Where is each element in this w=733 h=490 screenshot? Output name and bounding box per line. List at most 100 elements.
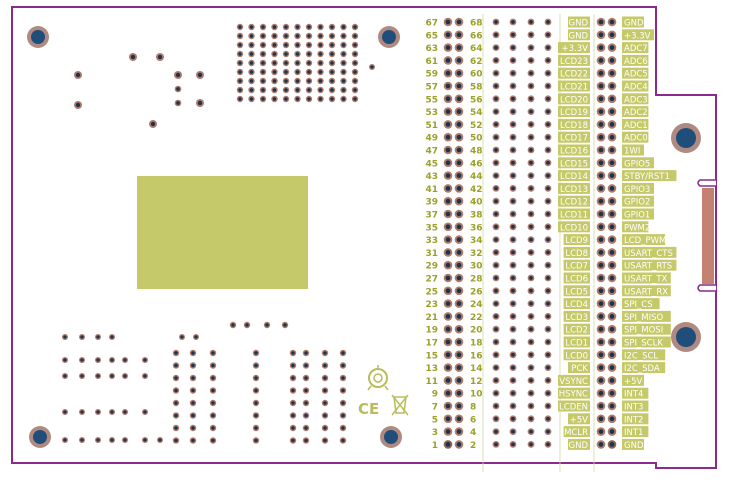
signal-label-right: USART_TX xyxy=(622,272,671,285)
bga-via xyxy=(351,95,359,103)
svg-text:USART_RTS: USART_RTS xyxy=(624,262,672,272)
header-pin xyxy=(607,158,617,168)
pin-number-left: 9 xyxy=(432,390,438,400)
header-pin xyxy=(607,312,617,321)
pin-number-right: 6 xyxy=(470,415,476,425)
bga-via xyxy=(248,50,255,58)
header-pin xyxy=(596,286,606,296)
header-pin xyxy=(596,312,606,321)
bga-via xyxy=(248,32,255,40)
header-pin xyxy=(527,159,535,167)
via xyxy=(122,373,128,379)
bga-via xyxy=(236,59,244,67)
signal-label-right: ADC0 xyxy=(622,131,649,144)
pin-number-right: 22 xyxy=(470,313,483,323)
bga-via xyxy=(294,77,301,85)
header-pin xyxy=(492,159,500,167)
header-pin xyxy=(454,248,464,257)
header-pin xyxy=(492,223,500,231)
pin-numbers-left: 6765636159575553514947454341393735333129… xyxy=(425,19,438,451)
header-pin xyxy=(607,30,617,40)
pin-number-left: 5 xyxy=(432,415,438,425)
pin-number-right: 42 xyxy=(470,185,483,195)
svg-text:INT2: INT2 xyxy=(624,415,643,425)
via xyxy=(109,437,115,443)
via xyxy=(122,409,128,415)
svg-text:LCD9: LCD9 xyxy=(565,236,588,246)
connector-notch-top xyxy=(697,179,716,187)
bga-via xyxy=(271,32,278,40)
via xyxy=(172,437,180,444)
bga-via xyxy=(248,86,255,94)
via xyxy=(193,334,199,340)
header-pin xyxy=(443,235,453,244)
header-pin xyxy=(443,414,453,424)
via xyxy=(62,357,68,363)
svg-text:ADC4: ADC4 xyxy=(624,83,648,93)
header-pin xyxy=(607,81,617,91)
pin-number-right: 8 xyxy=(470,403,476,413)
bga-via xyxy=(305,68,313,76)
via xyxy=(189,437,197,444)
bga-via xyxy=(236,68,244,76)
via xyxy=(172,387,180,394)
header-pin xyxy=(443,363,453,372)
header-pin xyxy=(527,364,535,371)
pin-number-right: 60 xyxy=(470,70,483,80)
svg-text:ADC2: ADC2 xyxy=(624,108,648,118)
signal-label-right: ADC2 xyxy=(622,106,649,118)
header-pin xyxy=(607,273,617,283)
header-pin xyxy=(544,146,552,154)
via xyxy=(62,437,68,443)
pin-numbers-right: 6866646260585654525048464442403836343230… xyxy=(470,19,483,451)
via xyxy=(189,412,197,419)
pin-number-right: 4 xyxy=(470,428,476,438)
signal-label-left: LCDEN xyxy=(558,400,590,413)
header-pin xyxy=(544,441,552,448)
header-pin xyxy=(492,402,500,410)
svg-text:GPIO5: GPIO5 xyxy=(624,159,650,169)
header-pin xyxy=(492,377,500,384)
via xyxy=(79,334,85,340)
signal-label-right: GPIO1 xyxy=(622,208,654,221)
mounting-hole-icon xyxy=(378,26,400,48)
via xyxy=(302,424,310,432)
via xyxy=(74,71,82,79)
header-pin xyxy=(596,209,606,219)
pin-number-right: 46 xyxy=(470,159,483,169)
via xyxy=(252,437,260,444)
svg-text:ADC1: ADC1 xyxy=(624,121,648,131)
bga-via-grid xyxy=(236,23,359,103)
header-pin xyxy=(492,261,500,269)
svg-text:USART_RX: USART_RX xyxy=(624,287,668,297)
svg-text:VSYNC: VSYNC xyxy=(559,377,588,387)
header-pin xyxy=(607,440,617,449)
via xyxy=(339,412,347,419)
signal-label-left: LCD21 xyxy=(558,80,590,93)
header-pin xyxy=(596,94,606,104)
via xyxy=(302,399,310,407)
header-pin xyxy=(492,95,500,103)
signal-label-right: LCD_PWM xyxy=(622,234,666,246)
header-pin xyxy=(596,299,606,308)
signal-label-right: INT1 xyxy=(622,426,649,438)
header-pin xyxy=(454,260,464,270)
via xyxy=(209,362,217,369)
via xyxy=(302,412,310,419)
header-pin xyxy=(454,171,464,180)
header-pin xyxy=(509,364,517,371)
ce-mark-icon: CE xyxy=(358,400,379,418)
pin-number-left: 15 xyxy=(425,351,438,361)
header-pin xyxy=(492,389,500,397)
header-pin xyxy=(544,69,552,77)
pin-number-right: 12 xyxy=(470,377,483,387)
header-pin xyxy=(527,402,535,410)
svg-text:ADC7: ADC7 xyxy=(624,44,648,54)
header-pin xyxy=(596,81,606,91)
header-pin xyxy=(544,82,552,90)
header-pin xyxy=(544,95,552,103)
header-pin xyxy=(492,146,500,154)
header-pin xyxy=(527,95,535,103)
via xyxy=(302,437,310,444)
bga-via xyxy=(236,50,244,58)
